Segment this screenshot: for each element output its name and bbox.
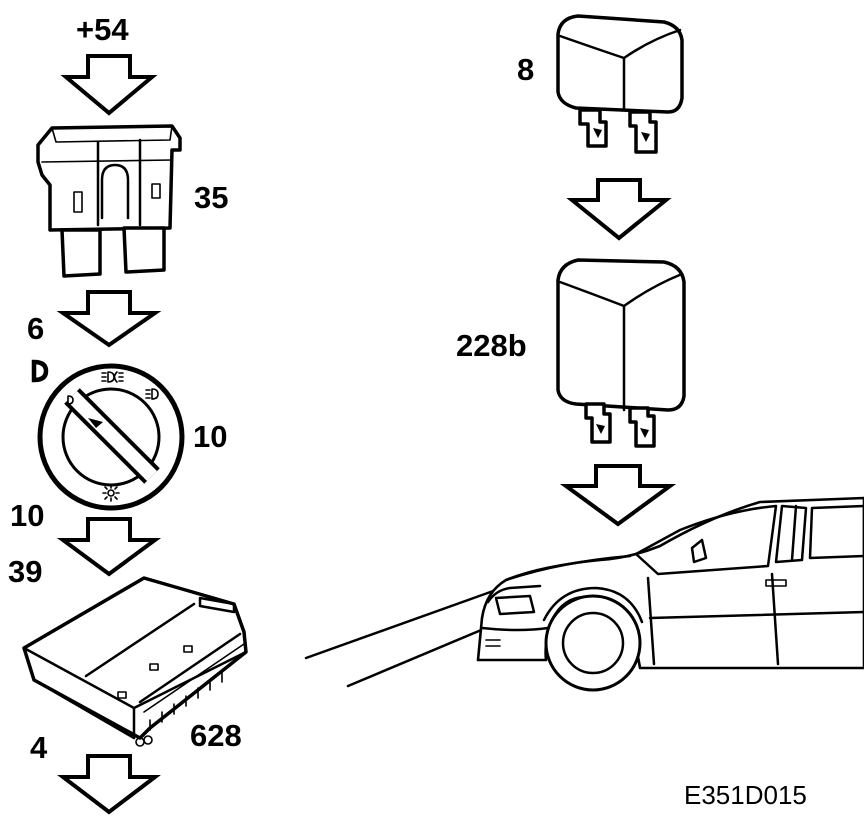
switch-out-pin-label: 10 [10,498,44,533]
flow-arrow-icon [566,178,672,241]
flow-arrow-icon [56,517,162,577]
switch-label: 10 [193,419,227,454]
light-switch-icon [37,363,185,511]
fuse-label: 35 [194,180,228,215]
relay-small-label: 8 [517,52,534,87]
fuse-icon [36,124,182,278]
feed-label: +54 [76,12,129,47]
module-in-pin-label: 39 [8,554,42,589]
relay-large-label: 228b [456,328,527,363]
fuse-out-pin-label: 6 [27,311,44,346]
flow-arrow-icon [60,54,158,116]
module-label: 628 [190,718,242,753]
figure-code: E351D015 [684,780,807,810]
headlight-symbol-icon [31,359,49,383]
relay-icon [556,258,686,448]
car-front-icon [304,496,864,692]
flow-arrow-icon [559,464,677,527]
relay-icon [556,14,684,154]
control-module-icon [22,576,248,747]
module-out-pin-label: 4 [30,730,48,765]
flow-arrow-icon [56,290,162,348]
flow-arrow-icon [57,754,161,815]
